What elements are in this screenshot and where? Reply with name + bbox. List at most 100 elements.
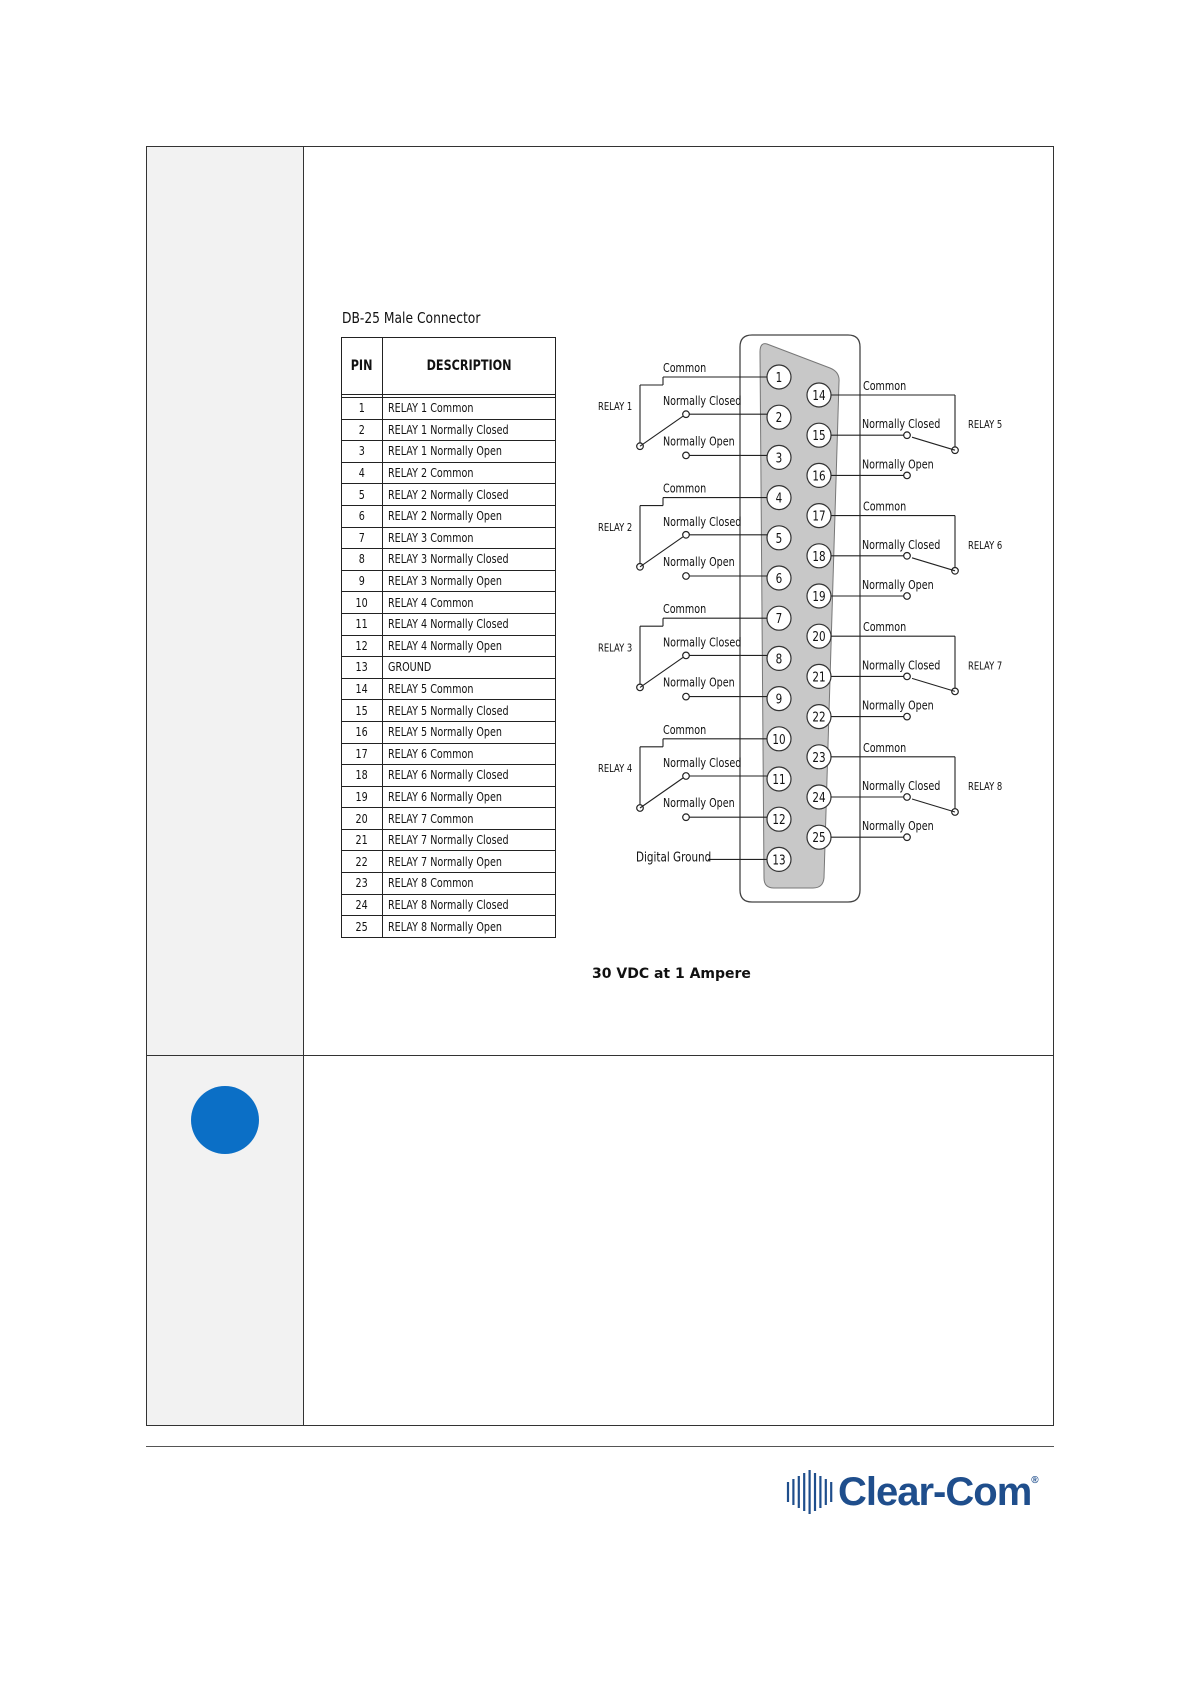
pin-label: 14: [812, 388, 825, 403]
pin-label: 16: [812, 468, 825, 483]
pin-description: RELAY 8 Normally Open: [382, 915, 556, 938]
contact-terminal: [903, 712, 911, 721]
pin-description: RELAY 5 Normally Open: [382, 720, 556, 744]
pin-description: RELAY 8 Normally Closed: [382, 893, 556, 917]
common-label: Common: [863, 620, 906, 634]
pin-description: RELAY 6 Normally Open: [382, 785, 556, 809]
pin-label: 18: [812, 549, 825, 564]
pin-circle: [766, 685, 792, 712]
pin-label: 1: [776, 370, 783, 385]
pin-label: 4: [776, 490, 783, 505]
switch-arm: [911, 798, 956, 813]
pin-description: RELAY 1 Common: [382, 397, 556, 420]
pin-description: RELAY 6 Normally Closed: [382, 764, 556, 787]
nc-label: Normally Closed: [862, 658, 940, 672]
switch-arm: [639, 415, 684, 447]
contact-terminal: [682, 772, 690, 780]
contact-terminal: [903, 551, 911, 560]
pin-description: RELAY 2 Normally Open: [382, 504, 556, 528]
relay-label: RELAY 8: [968, 781, 1002, 793]
pin-label: 15: [812, 428, 825, 443]
nc-label: Normally Closed: [862, 538, 940, 552]
nc-label: Normally Closed: [862, 779, 940, 793]
contact-terminal: [903, 431, 911, 440]
contact-terminal: [682, 813, 690, 822]
pin-description: RELAY 6 Common: [382, 742, 556, 766]
pin-circle: [766, 645, 792, 672]
no-label: Normally Open: [663, 796, 735, 810]
no-label: Normally Open: [862, 457, 934, 471]
content-frame: [146, 146, 1054, 1426]
contact-terminal: [682, 572, 690, 580]
description-header: DESCRIPTION: [382, 337, 556, 395]
contact-terminal: [903, 592, 911, 600]
switch-arm: [639, 777, 684, 809]
clear-com-logo: Clear-Com®: [786, 1470, 1040, 1514]
nc-label: Normally Closed: [862, 417, 940, 431]
nc-label: Normally Closed: [663, 394, 741, 408]
pin-circle: [766, 766, 792, 792]
common-label: Common: [663, 723, 706, 737]
pin-circle: [766, 806, 792, 832]
pin-description: RELAY 1 Normally Open: [382, 440, 556, 463]
pin-description: RELAY 7 Normally Closed: [382, 828, 556, 852]
pin-label: 25: [812, 830, 825, 845]
pin-label: 3: [776, 450, 783, 465]
nc-label: Normally Closed: [663, 515, 741, 529]
pin-label: 24: [812, 790, 825, 805]
pin-label: 23: [812, 750, 825, 765]
pin-description: RELAY 4 Normally Open: [382, 634, 556, 658]
contact-terminal: [682, 451, 690, 460]
pin-circle: [766, 525, 792, 551]
pin-label: 21: [812, 669, 825, 684]
pin-description: RELAY 1 Normally Closed: [382, 418, 556, 442]
no-label: Normally Open: [663, 555, 735, 569]
logo-mark-icon: [786, 1470, 833, 1514]
switch-arm: [911, 436, 956, 451]
no-label: Normally Open: [663, 676, 735, 690]
common-label: Common: [663, 482, 706, 496]
sidebar-column: [147, 147, 304, 1425]
pin-circle: [766, 444, 792, 470]
relay-label: RELAY 1: [598, 401, 632, 413]
note-icon: [191, 1086, 259, 1154]
contact-terminal: [682, 692, 690, 701]
pin-description: RELAY 7 Common: [382, 807, 556, 830]
pin-label: 11: [772, 772, 785, 787]
contact-terminal: [903, 672, 911, 681]
pin-label: 6: [776, 571, 783, 586]
nc-label: Normally Closed: [663, 635, 741, 649]
pin-label: 10: [772, 732, 785, 747]
pin-label: 19: [812, 589, 825, 604]
registered-mark: ®: [1031, 1475, 1039, 1486]
no-label: Normally Open: [862, 819, 934, 833]
pin-number: 25: [341, 915, 383, 938]
relay-label: RELAY 5: [968, 419, 1002, 431]
pin-description: RELAY 8 Common: [382, 872, 556, 895]
pin-label: 20: [812, 629, 825, 644]
nc-label: Normally Closed: [663, 756, 741, 770]
relay-label: RELAY 2: [598, 522, 632, 534]
pin-label: 8: [776, 651, 783, 666]
common-label: Common: [863, 379, 906, 393]
relay-label: RELAY 3: [598, 643, 632, 655]
common-label: Common: [863, 741, 906, 755]
relay-label: RELAY 7: [968, 661, 1002, 673]
rating-text: 30 VDC at 1 Ampere: [592, 966, 751, 982]
pin-label: 17: [812, 508, 825, 523]
no-label: Normally Open: [663, 434, 735, 448]
no-label: Normally Open: [862, 578, 934, 592]
pin-description: RELAY 2 Common: [382, 461, 556, 485]
